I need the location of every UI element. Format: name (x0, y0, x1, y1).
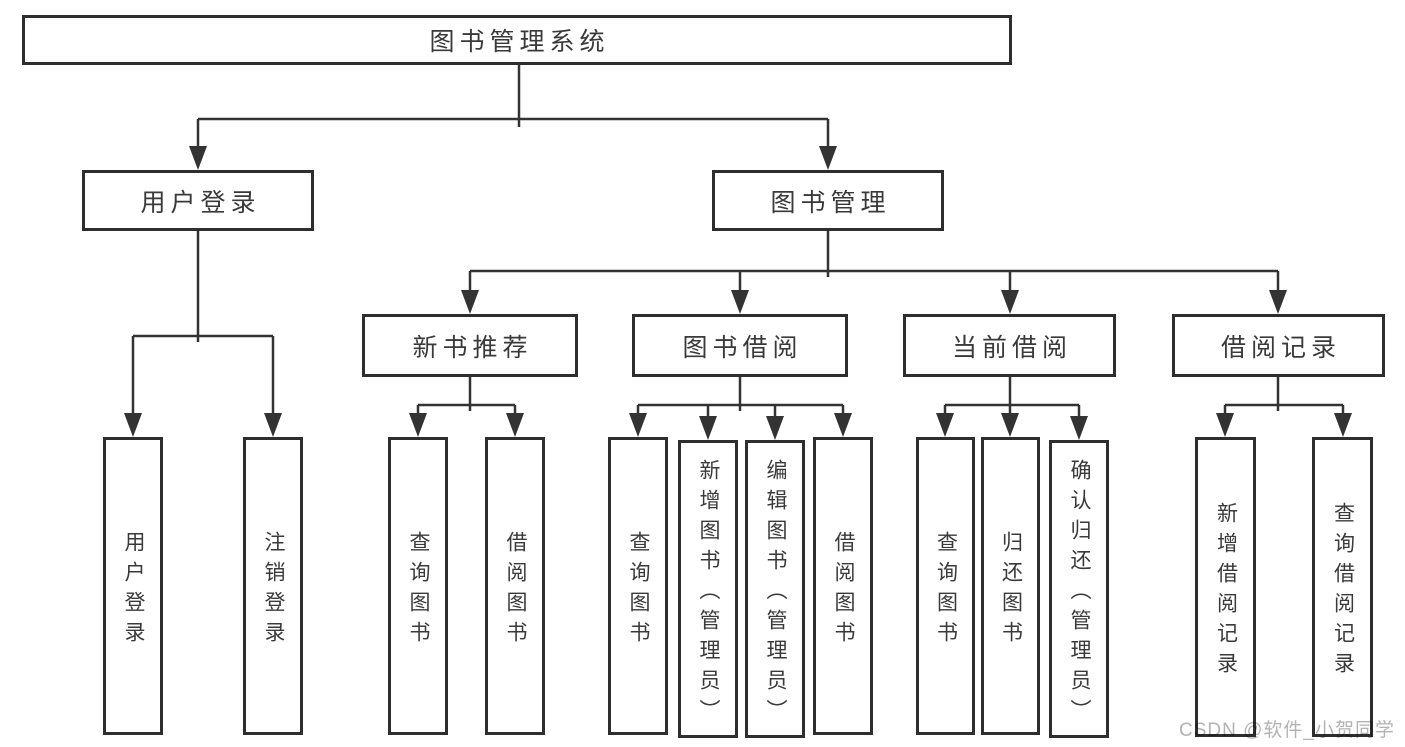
arrow-down-icon (766, 416, 784, 440)
leaf-return-books: 归还图书 (981, 437, 1040, 735)
arrow-down-icon (409, 413, 427, 437)
arrow-down-icon (731, 290, 749, 314)
node-borrowing-records: 借阅记录 (1172, 314, 1385, 377)
edge-book-borrow-to-leaves (636, 377, 845, 420)
arrow-down-icon (264, 413, 282, 437)
node-library-system: 图书管理系统 (22, 15, 1012, 65)
leaf-borrow-books: 借阅图书 (813, 437, 873, 735)
node-new-book-recommend: 新书推荐 (362, 314, 578, 377)
arrow-down-icon (1216, 413, 1234, 437)
leaf-query-books-borrowing: 查询图书 (608, 437, 668, 735)
arrow-down-icon (506, 413, 524, 437)
arrow-down-icon (189, 146, 207, 170)
leaf-add-borrow-record: 新增借阅记录 (1195, 437, 1256, 737)
arrow-down-icon (1001, 413, 1019, 437)
leaf-add-book-admin: 新增图书（管理员） (678, 440, 738, 738)
leaf-query-borrow-record: 查询借阅记录 (1312, 437, 1373, 737)
leaf-user-login: 用户登录 (103, 437, 163, 735)
arrow-down-icon (819, 146, 837, 170)
arrow-down-icon (1334, 413, 1352, 437)
arrow-down-icon (124, 413, 142, 437)
arrow-down-icon (1070, 416, 1088, 440)
leaf-query-books-recommend: 查询图书 (388, 437, 448, 735)
leaf-logout: 注销登录 (243, 437, 303, 735)
arrow-down-icon (699, 416, 717, 440)
edge-user-login-to-leaves (131, 231, 275, 417)
leaf-borrow-books-recommend: 借阅图书 (485, 437, 545, 735)
edge-borrow-records-to-leaves (1223, 377, 1345, 417)
arrowheads (124, 146, 1352, 440)
arrow-down-icon (461, 290, 479, 314)
node-book-management: 图书管理 (712, 170, 944, 231)
leaf-edit-book-admin: 编辑图书（管理员） (745, 440, 805, 738)
leaf-query-books-current: 查询图书 (916, 437, 975, 735)
edge-current-borrow-to-leaves (943, 377, 1081, 420)
arrow-down-icon (1001, 290, 1019, 314)
leaf-confirm-return-admin: 确认归还（管理员） (1049, 440, 1109, 738)
arrow-down-icon (1269, 290, 1287, 314)
node-user-login: 用户登录 (82, 170, 314, 231)
node-book-borrowing: 图书借阅 (632, 314, 848, 377)
arrow-down-icon (936, 413, 954, 437)
edge-new-book-to-leaves (416, 377, 517, 417)
arrow-down-icon (834, 413, 852, 437)
edge-root-to-level2 (196, 65, 830, 150)
node-current-borrowing: 当前借阅 (903, 314, 1116, 377)
arrow-down-icon (629, 413, 647, 437)
edge-book-mgmt-to-level3 (468, 231, 1280, 294)
